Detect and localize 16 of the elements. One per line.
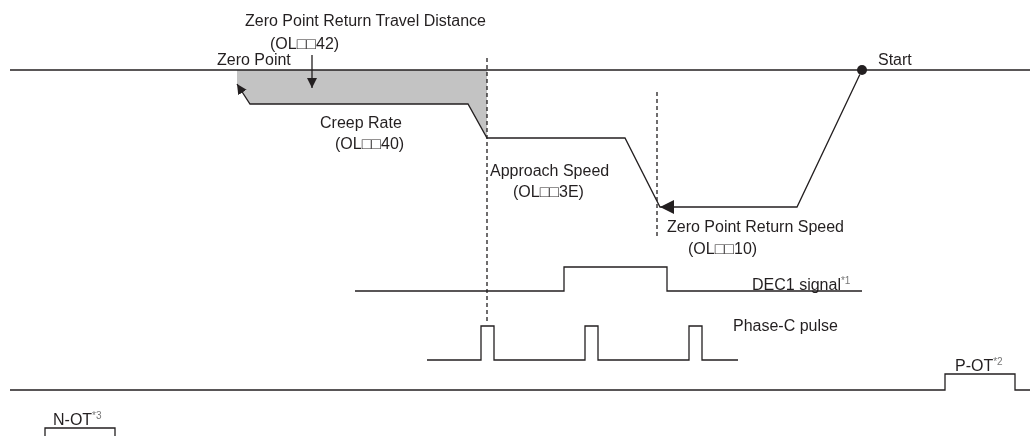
speed-label: Zero Point Return Speed (667, 218, 844, 236)
annotation-text: Zero Point (217, 51, 291, 69)
parameter-text: (OL□□3E) (513, 183, 584, 201)
annotation-text: Zero Point Return Travel Distance (245, 12, 486, 30)
parameter-text: (OL□□40) (335, 135, 405, 153)
signal-label: Phase-C pulse (733, 317, 838, 335)
signal-label: P-OT$^{*2}$ (955, 357, 1003, 375)
shaded-area (237, 70, 487, 138)
parameter-text: (OL□□42) (270, 35, 340, 53)
speed-label: Approach Speed (490, 162, 610, 180)
start-label: Start (878, 51, 912, 69)
parameter-text: (OL□□10) (688, 240, 758, 258)
start-point-dot (857, 65, 867, 75)
signal-label: N-OT$^{*3}$ (53, 411, 102, 429)
speed-label: Creep Rate (320, 114, 402, 132)
signal-label: DEC1 signal$^{*1}$ (752, 276, 851, 294)
